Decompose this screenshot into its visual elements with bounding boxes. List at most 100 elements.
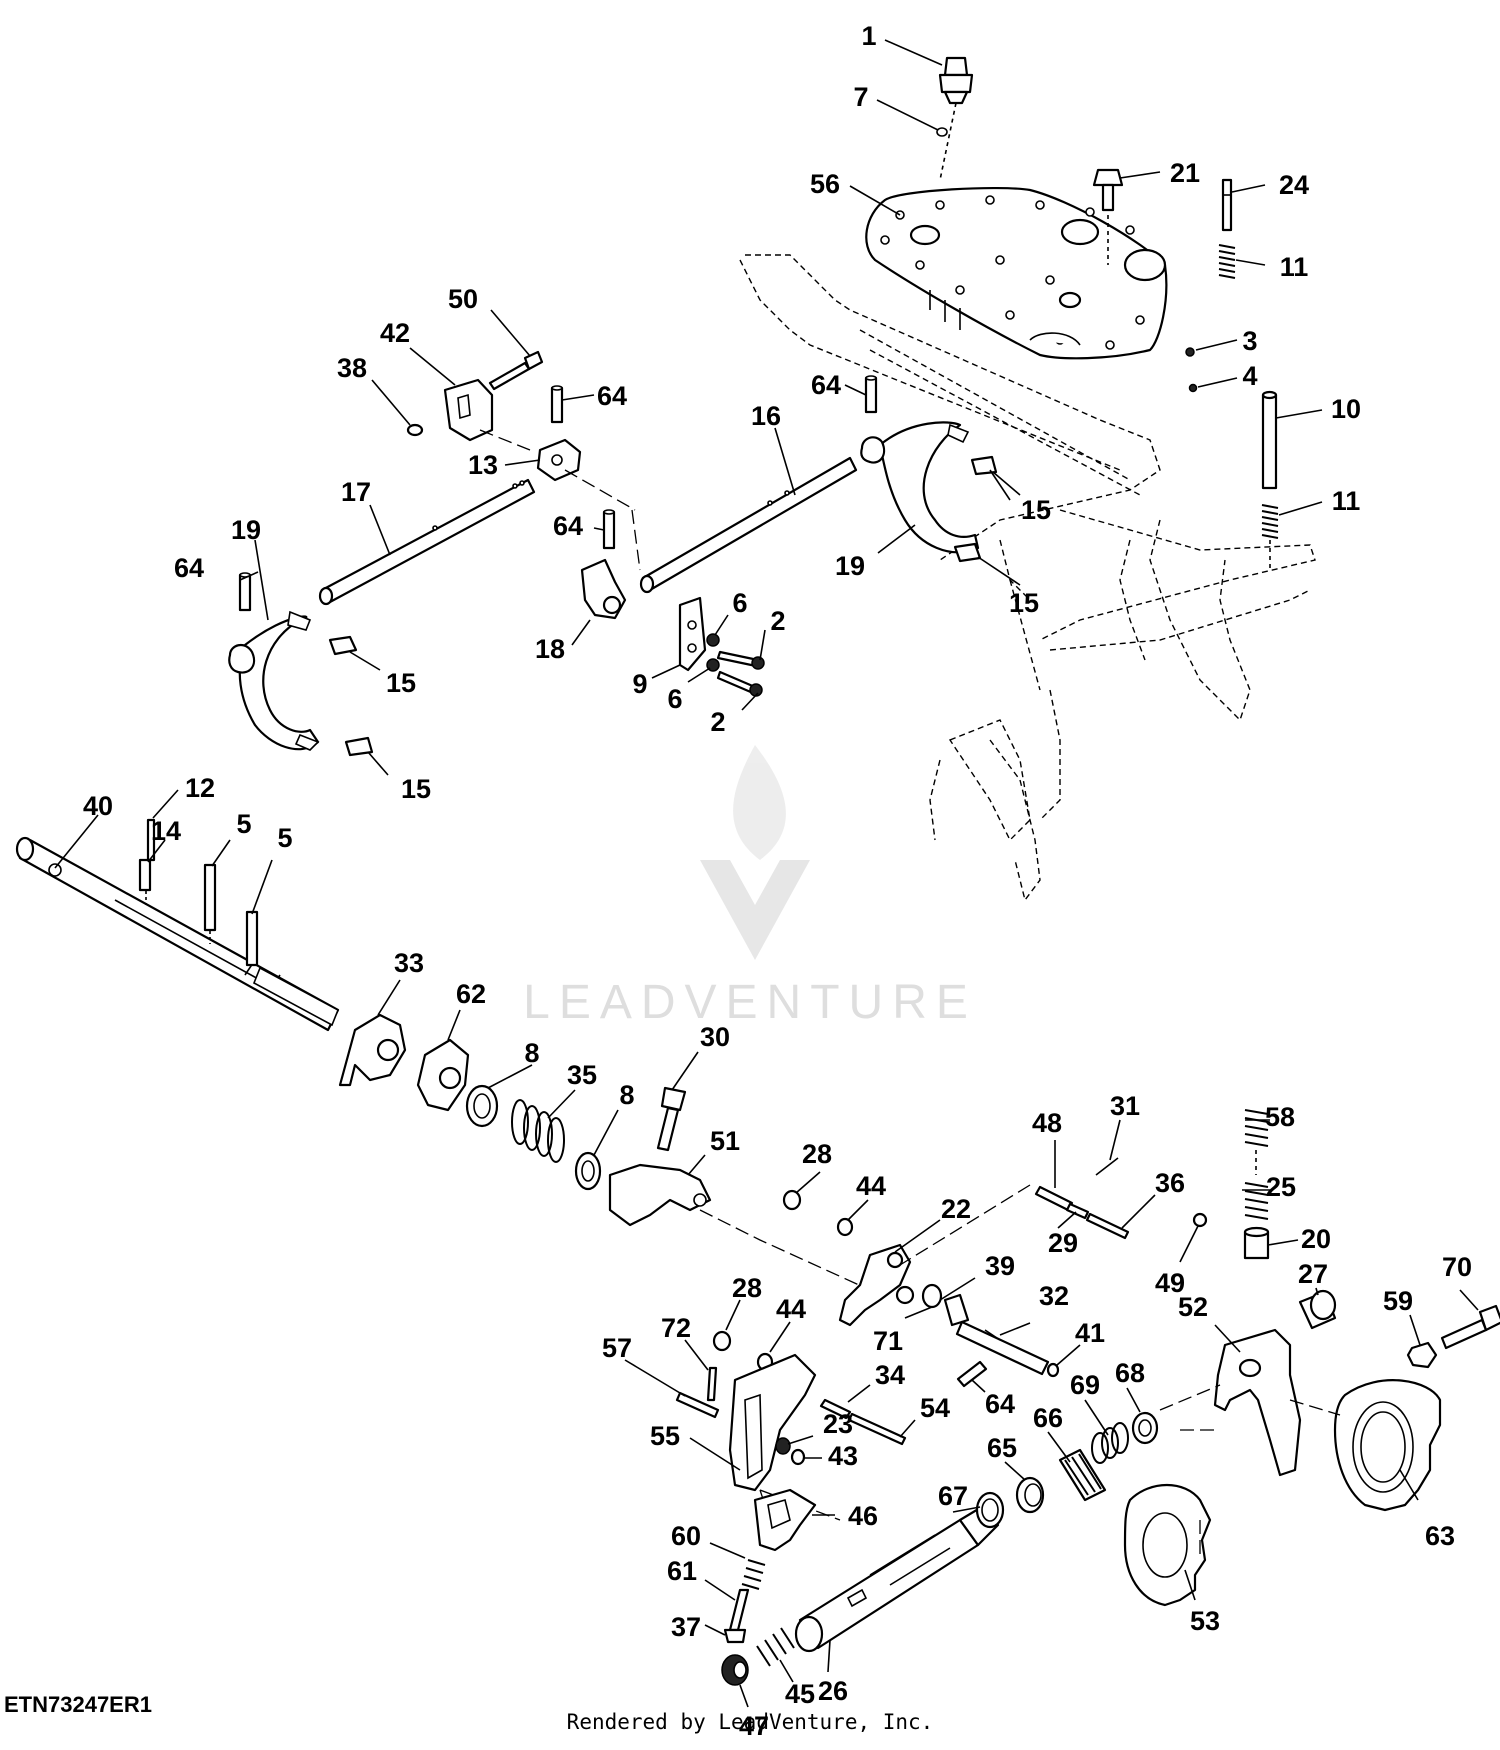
callout-22: 22	[941, 1194, 971, 1224]
washer-8-a	[465, 1084, 499, 1128]
spring-69	[1091, 1422, 1129, 1464]
callout-69: 69	[1070, 1370, 1100, 1400]
pin-64-e	[956, 1360, 988, 1388]
shift-block-42	[443, 378, 531, 451]
spring-45	[756, 1627, 795, 1667]
callout-43: 43	[828, 1441, 858, 1471]
washer-68	[1131, 1411, 1159, 1445]
spring-11-lower	[1261, 504, 1279, 570]
spring-60-61-37	[723, 1559, 766, 1644]
callout-57: 57	[602, 1333, 632, 1363]
ball-3	[1185, 347, 1195, 357]
callout-38: 38	[337, 353, 367, 383]
washer-71	[921, 1283, 943, 1309]
callout-6-a: 6	[732, 588, 747, 618]
callout-3: 3	[1242, 326, 1257, 356]
callout-5-a: 5	[236, 809, 251, 839]
callout-26: 26	[818, 1676, 848, 1706]
callout-42: 42	[380, 318, 410, 348]
callout-9: 9	[632, 669, 647, 699]
callout-16: 16	[751, 401, 781, 431]
callout-58: 58	[1265, 1102, 1295, 1132]
pads-15-right	[953, 455, 998, 563]
detent-ball-49	[1192, 1212, 1208, 1228]
render-credit: Rendered by LeadVenture, Inc.	[566, 1710, 934, 1734]
callout-10: 10	[1331, 394, 1361, 424]
plug-38	[406, 423, 424, 437]
watermark-text: LEADVENTURE	[523, 976, 977, 1029]
callout-19-right: 19	[835, 551, 865, 581]
plunger-20	[1243, 1226, 1270, 1260]
pin-64-d	[864, 375, 878, 414]
callout-11-lower: 11	[1332, 486, 1361, 516]
o-ring-7	[936, 127, 948, 137]
callout-46: 46	[848, 1501, 878, 1531]
callout-15-r1: 15	[1021, 495, 1051, 525]
callout-61: 61	[667, 1556, 697, 1586]
callout-1: 1	[861, 21, 876, 51]
clip-28-a	[782, 1189, 802, 1211]
callout-64-c: 64	[174, 553, 204, 583]
clip-41	[1046, 1362, 1060, 1378]
pin-64-b	[602, 509, 616, 550]
pin-72	[706, 1366, 718, 1402]
callout-60: 60	[671, 1521, 701, 1551]
callout-64-a: 64	[597, 381, 627, 411]
shift-shaft-40	[15, 836, 340, 1032]
callout-27: 27	[1298, 1259, 1328, 1289]
spring-66	[1058, 1448, 1107, 1502]
callout-53: 53	[1190, 1606, 1220, 1636]
pin-57	[675, 1391, 720, 1419]
callout-44-a: 44	[856, 1171, 886, 1201]
callout-15-r2: 15	[1009, 588, 1039, 618]
shaft-32	[955, 1320, 1050, 1376]
bracket-46	[753, 1488, 817, 1552]
callout-8-b: 8	[619, 1080, 634, 1110]
shift-fork-52	[1213, 1328, 1302, 1477]
callout-15-l1: 15	[386, 668, 416, 698]
callout-18: 18	[535, 634, 565, 664]
bolt-50	[488, 350, 544, 391]
sensor-switch-1	[938, 56, 974, 181]
callout-36: 36	[1155, 1168, 1185, 1198]
callout-52: 52	[1178, 1292, 1208, 1322]
bolt-30	[656, 1086, 687, 1152]
callout-54: 54	[920, 1393, 950, 1423]
callout-4: 4	[1242, 361, 1257, 391]
callout-15-l2: 15	[401, 774, 431, 804]
shift-cover-56	[865, 186, 1168, 360]
shift-rail-16	[639, 456, 858, 594]
callout-31: 31	[1110, 1091, 1140, 1121]
callout-2-a: 2	[770, 606, 785, 636]
bolts-2	[716, 650, 765, 697]
callout-64-b: 64	[553, 511, 583, 541]
ring-65	[1015, 1476, 1045, 1514]
callout-23: 23	[823, 1409, 853, 1439]
pads-15-left	[328, 635, 374, 757]
bolt-21	[1092, 168, 1124, 265]
ball-4	[1188, 383, 1198, 393]
roller-27	[1298, 1289, 1337, 1330]
shift-rail-17	[318, 478, 536, 606]
callout-6-b: 6	[667, 684, 682, 714]
gear-53	[1123, 1483, 1212, 1607]
diagram-id-label: ETN73247ER1	[4, 1692, 152, 1717]
callout-11-top: 11	[1280, 252, 1309, 282]
snap-ring-67	[975, 1491, 1005, 1529]
callout-leaders	[54, 39, 1479, 1708]
callout-39: 39	[985, 1251, 1015, 1281]
callout-35: 35	[567, 1060, 597, 1090]
callout-28-a: 28	[802, 1139, 832, 1169]
spring-25	[1244, 1182, 1269, 1220]
nut-59	[1406, 1341, 1438, 1369]
dash-leaders-lower	[1159, 1384, 1341, 1560]
callout-65: 65	[987, 1433, 1017, 1463]
callout-34: 34	[875, 1360, 905, 1390]
spring-11-top	[1218, 244, 1236, 279]
callout-12: 12	[185, 773, 215, 803]
callout-2-b: 2	[710, 707, 725, 737]
watermark-logo	[700, 745, 810, 960]
shift-fork-19-left	[228, 610, 320, 751]
washer-8-b	[574, 1151, 602, 1191]
callout-59: 59	[1383, 1286, 1413, 1316]
